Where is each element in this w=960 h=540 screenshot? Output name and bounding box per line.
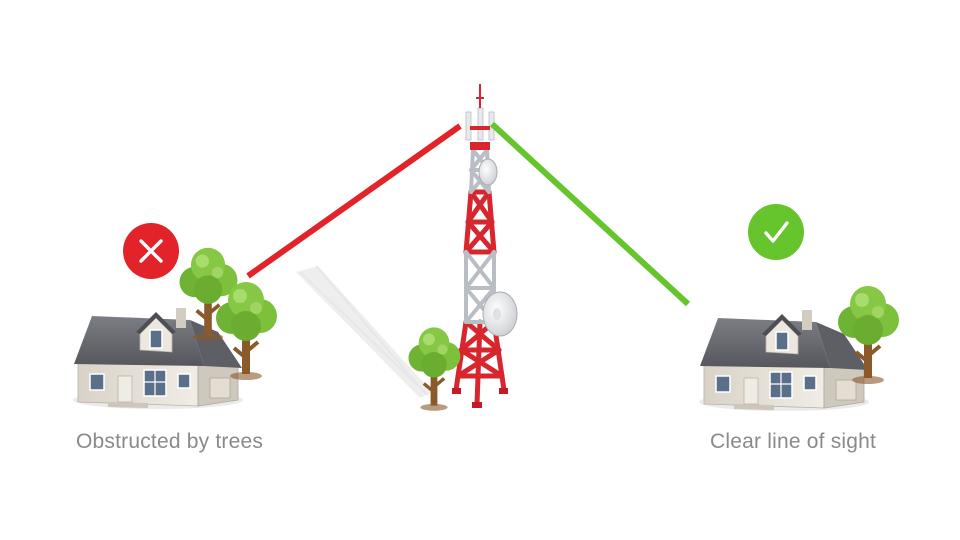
cross-icon — [123, 223, 179, 279]
dish-lower — [482, 291, 518, 337]
caption-clear: Clear line of sight — [710, 430, 877, 453]
cell-tower — [452, 84, 518, 408]
caption-obstructed: Obstructed by trees — [76, 430, 264, 453]
blocked-signal-line — [246, 123, 462, 279]
check-icon — [748, 204, 804, 260]
clear-signal-line — [489, 121, 691, 307]
dish-upper — [478, 158, 498, 186]
tower-shadow — [296, 265, 432, 398]
tower-base-tree — [406, 325, 463, 413]
